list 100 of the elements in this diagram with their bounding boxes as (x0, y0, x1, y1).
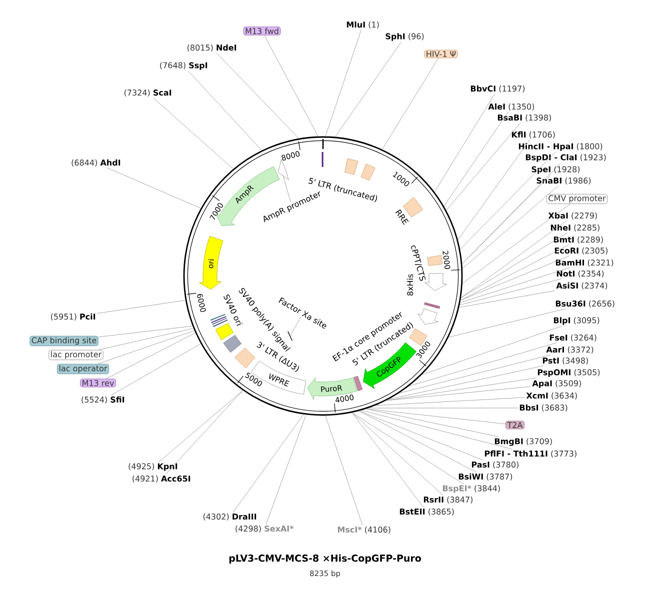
feature-label: lac operator (57, 364, 109, 374)
leader-line (366, 408, 506, 424)
site-label: BlpI (3095) (554, 317, 600, 325)
site-label: BspDI - ClaI (1923) (526, 154, 606, 162)
leader-line (462, 186, 558, 269)
leader-line (460, 220, 567, 298)
feature-label: 8xHis (406, 274, 414, 296)
site-label: BsaBI (1398) (498, 114, 551, 122)
site-label: MscI* (4106) (338, 526, 390, 534)
feature-label: T2A (506, 420, 524, 430)
leader-line (460, 232, 568, 298)
leader-line (158, 390, 244, 462)
leader-line (459, 278, 562, 306)
site-label: (6844) AhdI (72, 159, 120, 167)
leader-line (358, 410, 477, 472)
leader-line (166, 390, 244, 474)
site-label: BbvCI (1197) (470, 85, 525, 93)
leader-line (366, 408, 500, 438)
site-label: Bsu36I (2656) (556, 300, 614, 308)
leader-line (386, 378, 536, 401)
site-label: (7324) ScaI (124, 89, 172, 97)
leader-line (462, 174, 551, 264)
site-label: AarI (3372) (546, 346, 594, 354)
site-label: (4921) Acc65I (132, 475, 190, 483)
site-label: PflFI - Tth111I (3773) (484, 450, 576, 458)
site-label: (4302) DraIII (203, 513, 256, 521)
leader-line (398, 354, 552, 394)
site-label: FseI (3264) (550, 334, 596, 342)
leader-line (290, 316, 302, 336)
leader-line (460, 152, 556, 250)
leader-line (232, 414, 304, 512)
site-label: NotI (2354) (556, 270, 604, 278)
leader-line (96, 300, 186, 314)
leader-line (98, 330, 195, 364)
leader-line (110, 343, 202, 396)
site-label: SnaBI (1986) (536, 177, 591, 185)
site-label: ApaI (3509) (532, 380, 581, 388)
leader-line (434, 94, 496, 192)
site-label: NheI (2285) (550, 224, 600, 232)
feature-label: CMV promoter (546, 194, 608, 204)
site-label: PspOMI (3505) (538, 369, 600, 377)
leader-line (188, 70, 262, 151)
site-label: MluI (1) (346, 21, 379, 29)
leader-line (358, 410, 484, 460)
leader-line (352, 412, 444, 496)
site-label: AleI (1350) (488, 103, 534, 111)
site-label: (5951) PciI (51, 313, 96, 321)
feature-label: SV40 ori (224, 294, 243, 326)
leader-line (216, 52, 299, 139)
site-label: BstEII (3865) (400, 508, 454, 516)
leader-line (106, 168, 202, 208)
leader-line (382, 58, 439, 150)
site-label: KflI (1706) (512, 131, 555, 139)
leader-line (266, 414, 306, 524)
leader-line (98, 326, 193, 338)
leader-line (446, 122, 521, 211)
map-title: pLV3-CMV-MCS-8 ×His-CopGFP-Puro (229, 554, 421, 564)
leader-line (106, 332, 196, 379)
site-label: (5524) SfiI (82, 396, 124, 404)
leader-line (408, 342, 558, 386)
site-label: XcmI (3634) (526, 392, 577, 400)
site-label: BbsI (3683) (520, 404, 568, 412)
site-label: BamHI (2321) (556, 259, 614, 267)
leader-line (458, 290, 556, 308)
leader-line (448, 308, 566, 338)
site-label: (4925) KpnI (128, 463, 178, 471)
feature-label: lac promoter (48, 350, 104, 360)
leader-line (422, 326, 562, 375)
leader-line (460, 268, 570, 303)
leader-line (388, 366, 544, 400)
feature-label: HIV-1 Ψ (424, 50, 458, 58)
leader-line (460, 256, 570, 300)
leader-line (152, 98, 234, 170)
feature-block (278, 159, 289, 180)
leader-line (264, 35, 318, 137)
leader-line (386, 386, 532, 401)
site-label: BsiWI (3787) (458, 473, 512, 481)
site-label: (4298) SexAI* (236, 525, 294, 533)
site-label: BmtI (2289) (554, 236, 603, 244)
feature-label: M13 fwd (243, 26, 281, 36)
leader-line (462, 204, 570, 284)
leader-line (334, 42, 402, 138)
site-label: SpeI (1928) (532, 166, 580, 174)
site-label: XbaI (2279) (548, 212, 597, 220)
leader-line (462, 162, 562, 264)
site-label: PasI (3780) (472, 461, 518, 469)
site-label: HincII - HpaI (1800) (518, 143, 602, 151)
feature-label: CAP binding site (30, 336, 98, 346)
leader-line (352, 412, 464, 484)
leader-line (458, 140, 530, 240)
site-label: (7648) SspI (160, 62, 208, 70)
site-label: RsrII (3847) (424, 496, 472, 504)
site-label: BmgBI (3709) (494, 438, 552, 446)
site-label: EcoRI (2305) (554, 247, 608, 255)
leader-line (361, 410, 512, 450)
leader-line (444, 112, 508, 206)
feature-label: M13 rev (80, 378, 116, 388)
site-label: SphI (96) (386, 33, 424, 41)
site-label: BspEI* (3844) (442, 485, 500, 493)
leader-line (282, 174, 291, 202)
